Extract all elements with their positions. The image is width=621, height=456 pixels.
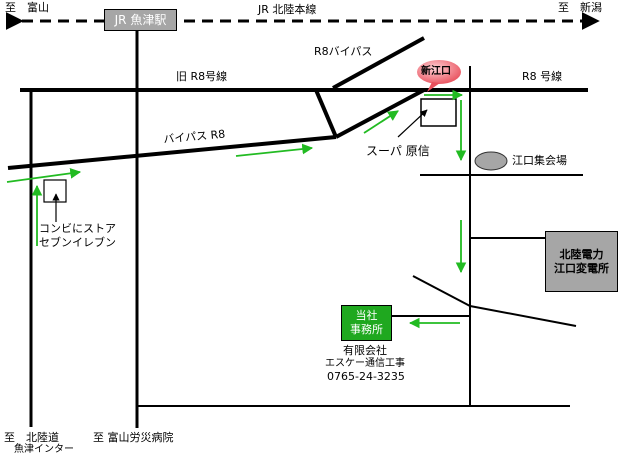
office-label-2: 事務所 [350,323,383,336]
eguchi-hall-marker [474,151,508,171]
r8-label: R8 号線 [522,70,563,83]
convenience-store-building [43,179,67,203]
convenience-label-2: セブンイレブン [39,236,116,249]
shin-eguchi-bubble-tail [427,82,440,92]
jr-uozu-station-box: JR 魚津駅 [104,9,177,31]
supermarket-label: スーパ 原信 [366,144,430,158]
uozu-interchange-label: 魚津インター [14,444,74,455]
substation-box: 北陸電力 江口変電所 [545,231,618,292]
convenience-label-1: コンビにストア [39,222,116,235]
supermarket-pointer [397,109,428,138]
shin-eguchi-bubble [417,60,461,84]
supermarket-building [420,98,457,127]
road-network [7,27,588,428]
to-toyama-rosai-hospital-label: 至 富山労災病院 [93,431,174,444]
company-name-1: 有限会社 [343,344,387,357]
office-label-1: 当社 [355,309,378,323]
r8-bypass-upper-label: R8バイパス [314,45,373,58]
company-office-box: 当社 事務所 [341,305,392,341]
to-niigata-label: 至 新潟 [558,1,602,14]
company-phone: 0765-24-3235 [327,370,405,383]
to-hokuriku-expressway-label: 至 北陸道 [4,431,59,444]
company-name-2: エスケー通信工事 [325,358,405,369]
station-label: JR 魚津駅 [114,12,167,27]
jr-hokuriku-line-label: JR 北陸本線 [258,3,317,16]
old-r8-label: 旧 R8号線 [176,70,228,83]
route-arrows [6,89,467,329]
substation-label-2: 江口変電所 [554,261,609,275]
substation-label-1: 北陸電力 [559,247,604,261]
to-toyama-label: 至 富山 [5,1,49,14]
shin-eguchi-label: 新江口 [421,66,451,77]
eguchi-hall-label: 江口集会場 [512,154,567,167]
